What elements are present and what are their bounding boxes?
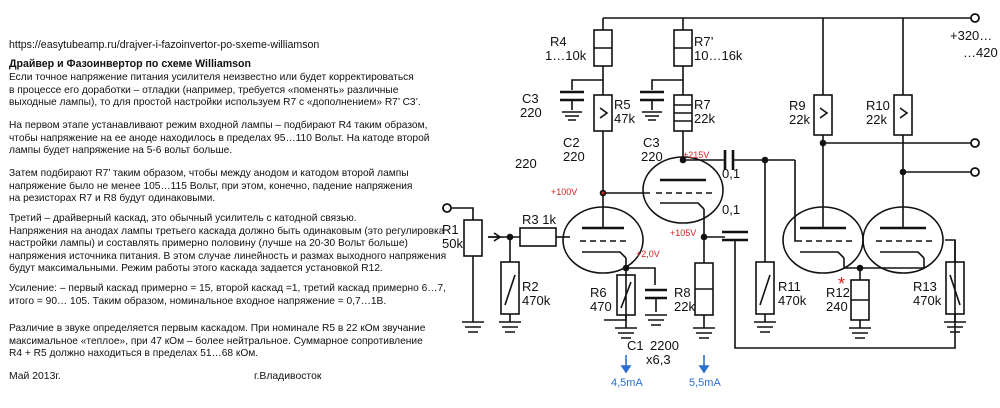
r12-value: 240	[826, 299, 848, 314]
paragraph-line: Если точное напряжение питания усилителя…	[9, 72, 414, 83]
paragraph-line: Напряжения на анодах лампы третьего каск…	[9, 225, 445, 237]
r4-label: R4	[550, 34, 567, 49]
r8-label: R8	[674, 285, 691, 300]
r3-label: R3 1k	[522, 212, 556, 227]
paragraph-2: На первом этапе устанавливают режим вход…	[9, 120, 429, 158]
c1-value: 2200	[650, 338, 679, 353]
paragraph-3: Затем подбирают R7’ таким образом, чтобы…	[9, 168, 429, 206]
r13-value: 470k	[913, 293, 942, 308]
r1-value: 50k	[442, 236, 463, 251]
r13-label: R13	[913, 279, 937, 294]
r9-value: 22k	[789, 112, 810, 127]
paragraph-5: Усиление: – первый каскад примерно = 15,…	[9, 283, 446, 308]
paragraph-6: Различие в звуке определяется первым кас…	[9, 323, 429, 361]
paragraph-line: Третий – драйверный каскад, это обычный …	[9, 213, 357, 224]
coupling-cap-1-value: 0,1	[722, 166, 740, 181]
paragraph-1: Если точное напряжение питания усилителя…	[9, 72, 429, 110]
capacitor-c3-right	[640, 90, 664, 102]
r7-label: R7	[694, 97, 711, 112]
capacitor-c1	[645, 288, 667, 300]
c3-right-value: 220	[641, 149, 663, 164]
r10-label: R10	[866, 98, 890, 113]
r10-value: 22k	[866, 112, 887, 127]
output-terminal-2	[970, 167, 980, 177]
footer-date: Май 2013г.	[9, 371, 61, 382]
source-url[interactable]: https://easytubeamp.ru/drajver-i-fazoinv…	[9, 39, 320, 51]
input-terminal	[442, 203, 452, 213]
c1-label: C1	[627, 338, 644, 353]
coupling-cap-2	[722, 230, 748, 242]
r2-label: R2	[522, 279, 539, 294]
supply-label: +320…	[950, 28, 992, 43]
voltage-anode2: +215V	[683, 150, 709, 160]
r12-label: R12	[826, 285, 850, 300]
paragraph-line: итого = 90… 105. Таким образом, номиналь…	[9, 295, 387, 307]
paragraph-line: настройки лампы) и составлять примерно п…	[9, 238, 408, 250]
r6-value: 470	[590, 299, 612, 314]
supply-label-2: …420	[963, 45, 998, 60]
paragraph-line: выходные лампы), то для простой настройк…	[9, 97, 421, 109]
r4-value: 1…10k	[545, 48, 587, 63]
voltage-cathode2: +105V	[670, 228, 696, 238]
current-2: 5,5mA	[689, 377, 721, 389]
paragraph-line: напряжения источника питания. В этом слу…	[9, 250, 447, 262]
output-terminal-1	[970, 138, 980, 148]
c2-value: 220	[563, 149, 585, 164]
page-title: Драйвер и Фазоинвертор по схеме Williams…	[9, 58, 251, 70]
coupling-cap-2-value: 0,1	[722, 202, 740, 217]
r9-label: R9	[789, 98, 806, 113]
r7p-value: 10…16k	[694, 48, 743, 63]
tube-v2	[642, 156, 724, 224]
r6-label: R6	[590, 285, 607, 300]
paragraph-line: R4 + R5 должно находиться в пределах 51……	[9, 348, 259, 360]
paragraph-line: Затем подбирают R7’ таким образом, чтобы…	[9, 168, 409, 179]
r5-label: R5	[614, 97, 631, 112]
supply-terminal	[970, 13, 980, 23]
paragraph-line: чтобы напряжение на ее аноде находилось …	[9, 132, 430, 144]
paragraph-line: в процессе его доработки – отладки (напр…	[9, 84, 399, 96]
voltage-anode1: +100V	[551, 187, 577, 197]
r1-label: R1	[442, 222, 459, 237]
capacitor-c3-left	[560, 90, 584, 102]
current-1: 4,5mA	[611, 377, 643, 389]
r7-value: 22k	[694, 111, 715, 126]
resistor-r5	[593, 94, 613, 132]
c1-voltage: x6,3	[646, 352, 671, 367]
tube-v1	[562, 206, 644, 274]
potentiometer-r1	[463, 219, 483, 257]
paragraph-line: Различие в звуке определяется первым кас…	[9, 323, 426, 334]
r11-label: R11	[778, 279, 801, 294]
cap-220-label: 220	[515, 156, 537, 171]
paragraph-line: на резисторах R7 и R8 будут одинаковыми.	[9, 193, 216, 205]
paragraph-line: максимальное «теплое», при 47 кОм – боле…	[9, 335, 423, 347]
r8-value: 22k	[674, 299, 695, 314]
footer-city: г.Владивосток	[254, 371, 322, 382]
r2-value: 470k	[522, 293, 551, 308]
paragraph-line: На первом этапе устанавливают режим вход…	[9, 120, 428, 131]
paragraph-4: Третий – драйверный каскад, это обычный …	[9, 213, 447, 276]
resistor-r3	[519, 227, 557, 247]
c3-right-label: C3	[643, 135, 660, 150]
voltage-cathode1: +2,0V	[636, 249, 660, 259]
paragraph-line: Усиление: – первый каскад примерно = 15,…	[9, 283, 446, 294]
adjust-star: *	[838, 274, 845, 294]
c2-label: C2	[563, 135, 580, 150]
r7p-label: R7’	[694, 34, 714, 49]
paragraph-line: лампы будет напряжение на 5-6 вольт боль…	[9, 145, 233, 157]
r5-value: 47k	[614, 111, 635, 126]
paragraph-line: будут максимальными. Режим работы этого …	[9, 263, 383, 275]
paragraph-line: напряжение было не менее 105…115 Вольт, …	[9, 180, 413, 192]
c3-left-label: C3	[522, 91, 539, 106]
r11-value: 470k	[778, 293, 807, 308]
c3-left-value: 220	[520, 105, 542, 120]
